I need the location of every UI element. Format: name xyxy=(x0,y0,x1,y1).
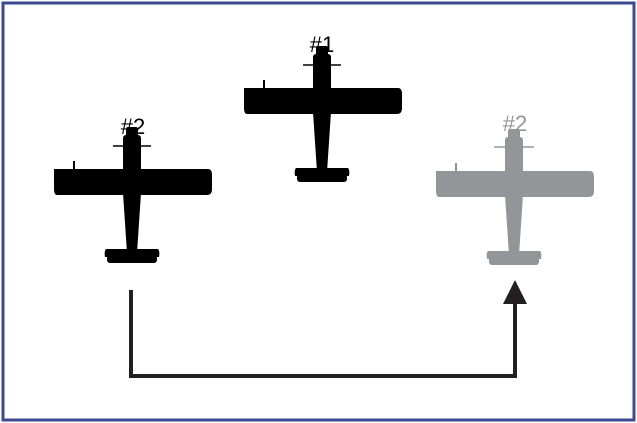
position-change-arrow xyxy=(129,280,527,378)
wingman-start-label: #2 xyxy=(121,114,145,139)
wingman-aircraft-end xyxy=(436,129,594,265)
wingman-aircraft-start xyxy=(54,127,212,263)
lead-label: #1 xyxy=(310,32,334,57)
wingman-end-label: #2 xyxy=(503,111,527,136)
lead-aircraft xyxy=(244,46,402,182)
